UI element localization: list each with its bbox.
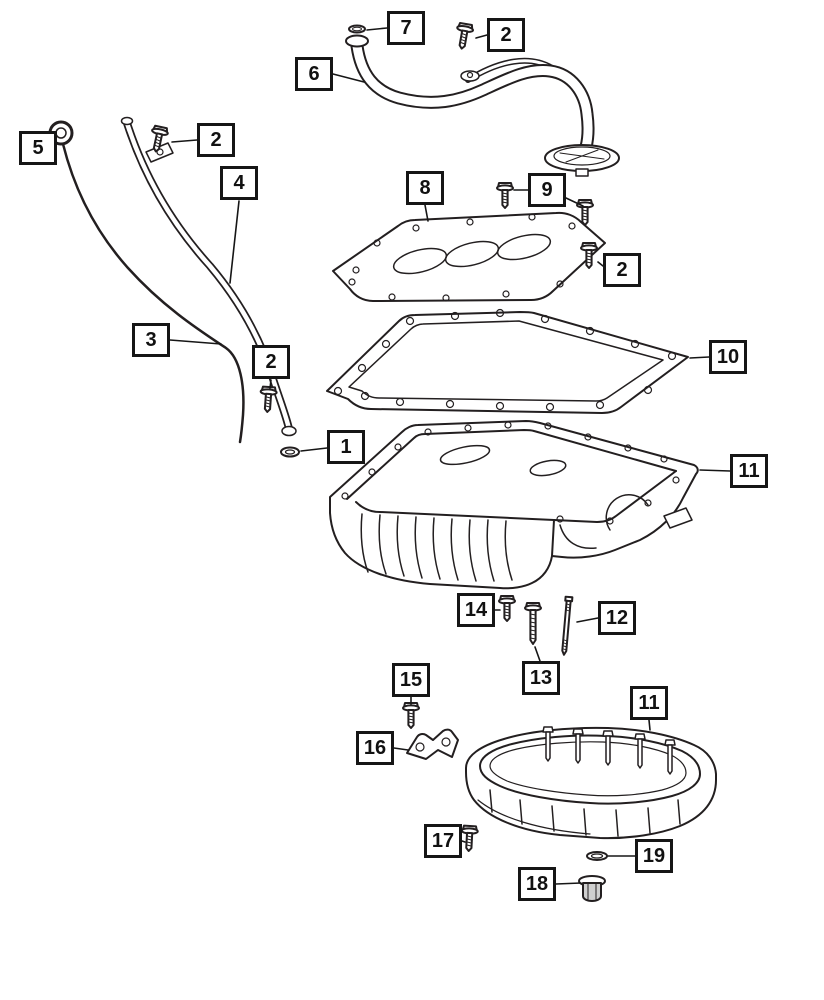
- callout-9: 9: [528, 173, 566, 207]
- callout-11: 11: [630, 686, 668, 720]
- callout-11: 11: [730, 454, 768, 488]
- callout-10: 10: [709, 340, 747, 374]
- callout-7: 7: [387, 11, 425, 45]
- leader-line: [169, 339, 222, 345]
- pan-studs: [542, 726, 676, 775]
- callout-5: 5: [19, 131, 57, 165]
- leader-line: [555, 882, 582, 885]
- windage-tray: [332, 211, 606, 302]
- leader-line: [393, 747, 409, 751]
- drain-plug: [578, 875, 606, 902]
- callout-13: 13: [522, 661, 560, 695]
- callout-2: 2: [487, 18, 525, 52]
- leader-line: [424, 204, 429, 222]
- callout-2: 2: [252, 345, 290, 379]
- callout-15: 15: [392, 663, 430, 697]
- callout-14: 14: [457, 593, 495, 627]
- callout-18: 18: [518, 867, 556, 901]
- callout-2: 2: [603, 253, 641, 287]
- leader-line: [689, 356, 710, 359]
- callout-3: 3: [132, 323, 170, 357]
- leader-lines: [52, 27, 731, 885]
- leader-line: [269, 379, 272, 389]
- leader-line: [576, 617, 599, 623]
- callout-1: 1: [327, 430, 365, 464]
- callout-2: 2: [197, 123, 235, 157]
- leader-line: [699, 469, 731, 472]
- leader-line: [648, 719, 651, 731]
- oil-pickup-tube: [345, 24, 620, 177]
- leader-line: [171, 139, 198, 143]
- pickup-tube-o-ring: [348, 24, 366, 34]
- leader-line: [534, 646, 541, 662]
- callout-8: 8: [406, 171, 444, 205]
- leader-line: [332, 73, 365, 83]
- callout-12: 12: [598, 601, 636, 635]
- callout-4: 4: [220, 166, 258, 200]
- upper-oil-pan: [329, 420, 699, 590]
- callout-6: 6: [295, 57, 333, 91]
- leader-line: [565, 197, 584, 207]
- oil-pan-gasket: [326, 308, 689, 414]
- bracket: [406, 728, 459, 760]
- callout-16: 16: [356, 731, 394, 765]
- o-ring: [280, 446, 300, 458]
- leader-line: [461, 840, 466, 843]
- leader-line: [366, 27, 388, 31]
- drain-plug-gasket: [586, 851, 608, 861]
- leader-line: [475, 34, 488, 39]
- leader-line: [300, 447, 328, 452]
- lower-oil-pan: [465, 726, 717, 840]
- callout-19: 19: [635, 839, 673, 873]
- leader-line: [597, 261, 604, 267]
- callout-17: 17: [424, 824, 462, 858]
- leader-line: [229, 200, 240, 284]
